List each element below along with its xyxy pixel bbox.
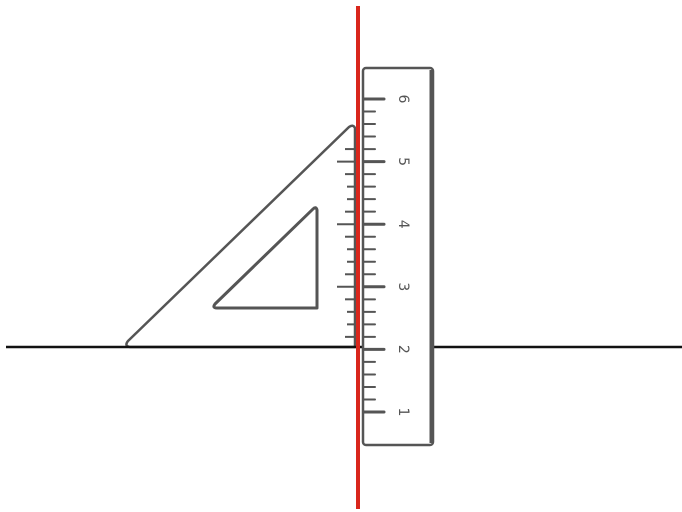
ruler: 1 2 3 4 5 6 [361,66,435,447]
set-square-cutout [212,206,319,310]
ruler-ticks [362,97,386,414]
ruler-label: 5 [395,157,411,166]
set-square-ticks [337,148,355,338]
set-square [125,124,357,349]
ruler-label: 4 [395,220,411,229]
ruler-label: 2 [395,345,411,354]
ruler-label: 6 [395,95,411,104]
ruler-labels: 1 2 3 4 5 6 [395,95,411,417]
ruler-label: 3 [395,282,411,291]
ruler-label: 1 [395,408,411,417]
set-square-outer [125,124,357,349]
